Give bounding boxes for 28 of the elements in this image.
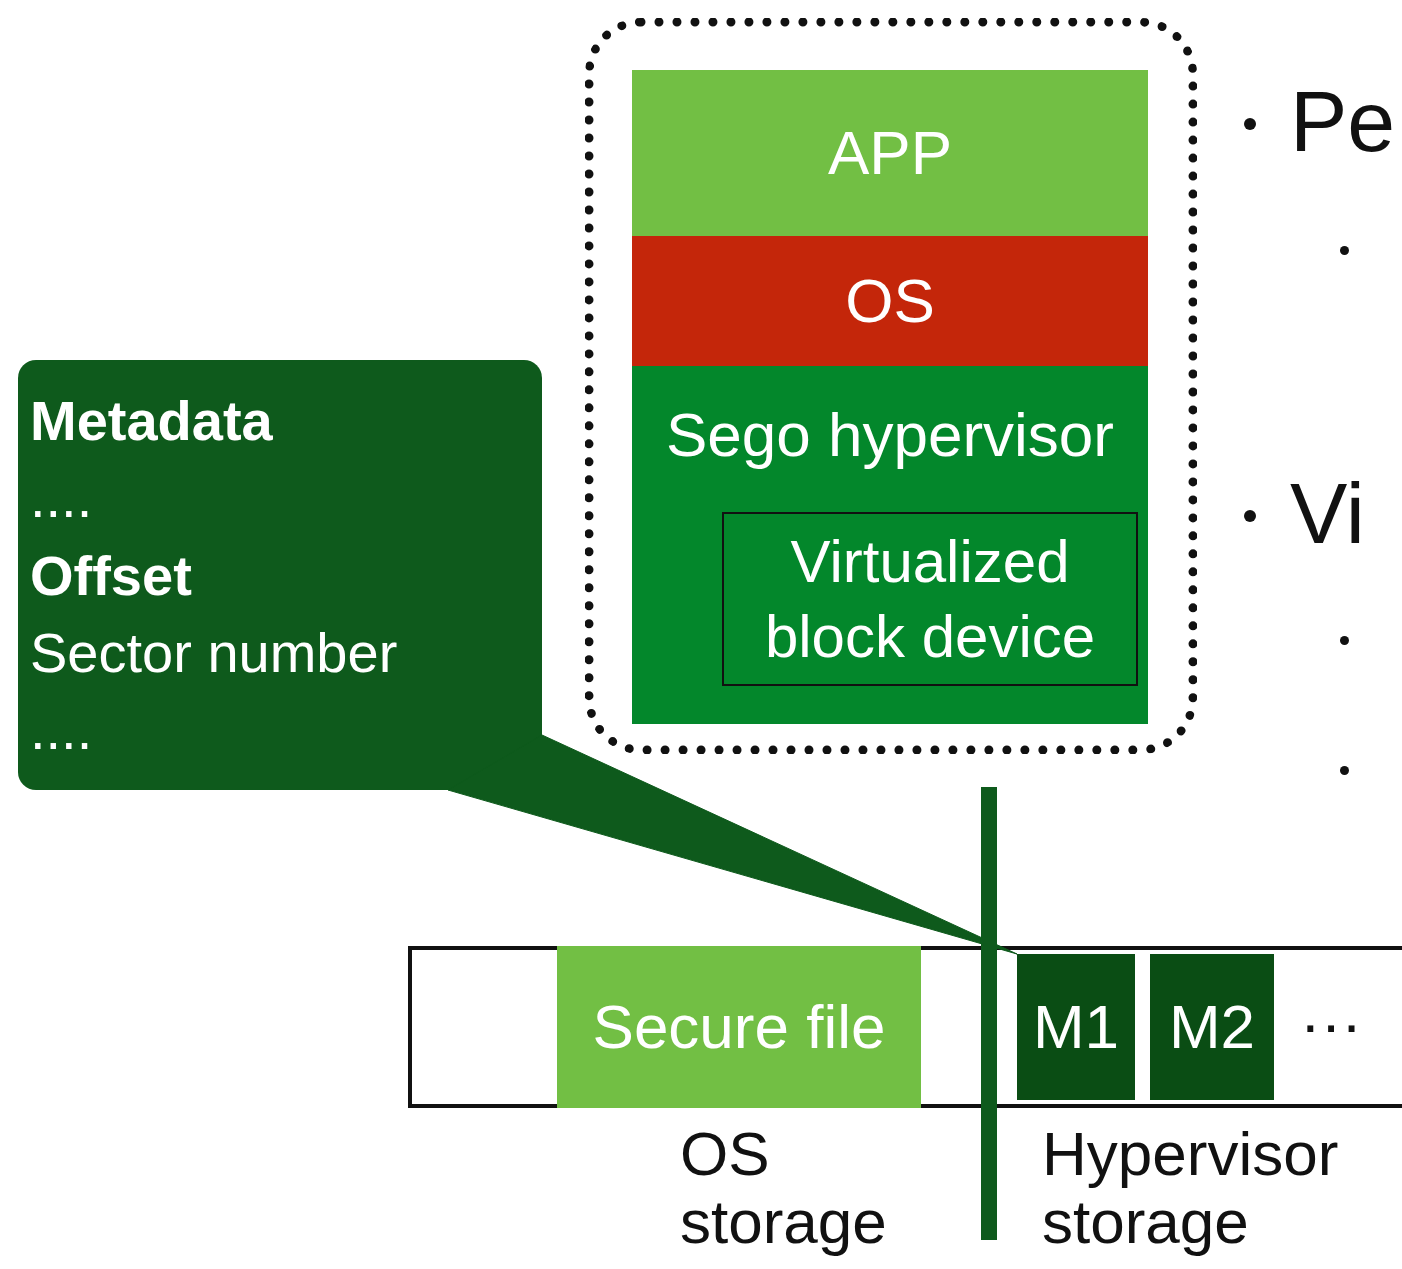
bullet-heading: Vi (1290, 466, 1365, 561)
storage-caption: OS storage (680, 1120, 888, 1257)
callout-text: Offset (30, 542, 193, 609)
layer-block (632, 70, 1148, 236)
storage-caption: Hypervisor storage (1042, 1120, 1340, 1257)
node-label: APP (827, 117, 953, 190)
callout-text: .... (30, 697, 94, 764)
ellipsis: ··· (1300, 990, 1362, 1059)
metadata-callout (18, 360, 542, 790)
layer-block (632, 236, 1148, 366)
callout-text: Sector number (30, 619, 399, 686)
node-label: Sego hypervisor (666, 399, 1114, 471)
callout-pointer (447, 734, 1018, 955)
storage-block (557, 946, 921, 1108)
callout-text: Metadata (30, 388, 274, 454)
device-box (722, 512, 1138, 686)
bullet-heading: Pe (1290, 74, 1396, 169)
callout-text: .... (30, 465, 94, 532)
node-label: OS (845, 265, 935, 338)
node-label: M1 (1032, 991, 1120, 1064)
virtual-machine-frame (585, 18, 1197, 754)
node-label: Virtualized block device (763, 527, 1097, 672)
storage-block (1150, 954, 1274, 1100)
node-label: M2 (1168, 991, 1256, 1064)
storage-bar (408, 946, 1402, 1108)
node-label: Secure file (592, 991, 886, 1064)
hypervisor-layer (632, 366, 1148, 724)
storage-block (1017, 954, 1135, 1100)
